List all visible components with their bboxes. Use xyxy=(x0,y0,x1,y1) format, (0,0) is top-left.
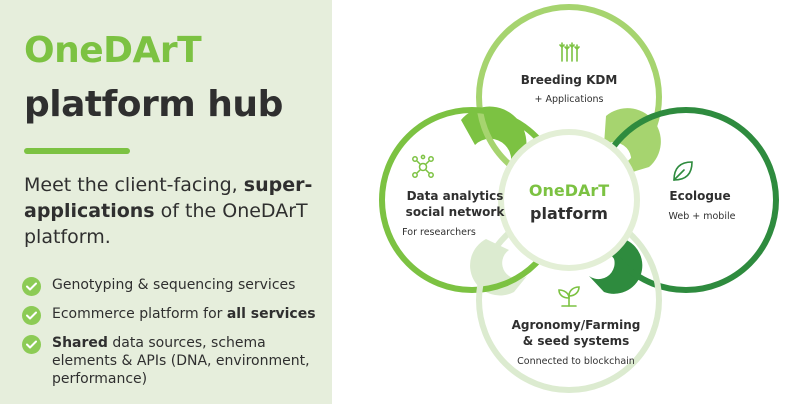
node-right-title: Ecologue xyxy=(669,189,730,203)
node-right-sub: Web + mobile xyxy=(669,211,736,222)
leaf-icon xyxy=(673,161,693,181)
center-title-1: OneDArT xyxy=(529,181,609,200)
intro-text: Meet the client-facing, super-applicatio… xyxy=(24,172,324,250)
lens-bottom-right xyxy=(589,239,643,294)
left-panel: OneDArT platform hub Meet the client-fac… xyxy=(0,0,332,404)
feature-item: Genotyping & sequencing services xyxy=(22,276,326,296)
node-top-sub: + Applications xyxy=(534,94,603,105)
node-bottom-sub: Connected to blockchain xyxy=(517,356,635,367)
lens-top-right xyxy=(604,108,661,175)
title-underline xyxy=(24,148,130,154)
intro-bold: super-applications xyxy=(24,174,313,222)
feature-text: Ecommerce platform for all services xyxy=(52,306,316,322)
node-bottom-title-2: & seed systems xyxy=(523,334,629,348)
check-icon xyxy=(22,335,41,354)
check-icon xyxy=(22,277,41,296)
check-icon xyxy=(22,306,41,325)
node-left-title-2: social network xyxy=(406,205,506,219)
feature-text: Genotyping & sequencing services xyxy=(52,277,296,293)
node-left-title-1: Data analytics xyxy=(407,189,504,203)
feature-list: Genotyping & sequencing services Ecommer… xyxy=(22,276,326,397)
lens-top-left xyxy=(461,106,527,175)
node-top-title: Breeding KDM xyxy=(521,73,618,87)
seedling-icon xyxy=(558,286,580,307)
node-bottom-title-1: Agronomy/Farming xyxy=(512,318,641,332)
intro-part-1: Meet the client-facing, xyxy=(24,174,244,196)
intro-part-2: of the OneDArT platform. xyxy=(24,200,308,248)
center-title-2: platform xyxy=(530,204,608,223)
wheat-icon xyxy=(559,42,580,62)
platform-diagram: OneDArT platform Breeding KDM + Applicat… xyxy=(379,4,779,393)
feature-item: Shared data sources, schema elements & A… xyxy=(22,334,326,388)
title-line-2: platform hub xyxy=(24,84,283,125)
title-line-1: OneDArT xyxy=(24,30,202,71)
feature-text: Shared data sources, schema elements & A… xyxy=(52,335,310,387)
feature-item: Ecommerce platform for all services xyxy=(22,305,326,325)
node-left-sub: For researchers xyxy=(402,227,476,238)
center-circle xyxy=(498,129,640,271)
network-icon xyxy=(412,154,434,178)
